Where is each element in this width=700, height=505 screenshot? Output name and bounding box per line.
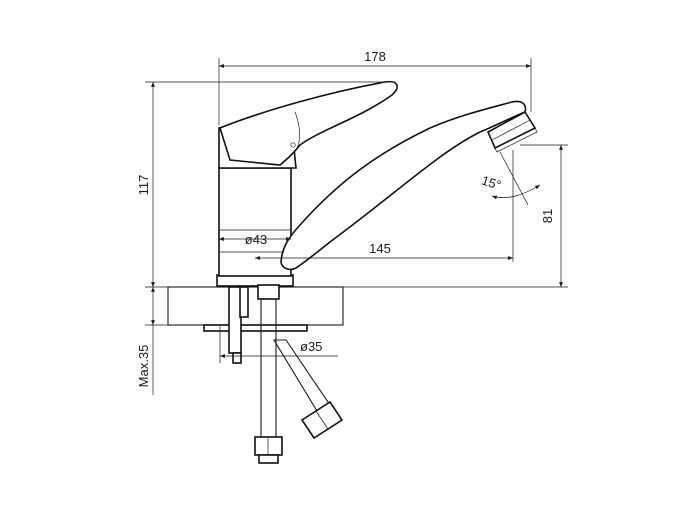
spout-height-label: 81 bbox=[540, 209, 555, 223]
dimension-body-diameter: ø43 bbox=[219, 232, 291, 247]
dimension-spout-angle: 15° bbox=[480, 151, 541, 206]
overall-length-label: 178 bbox=[364, 49, 386, 64]
mounting-assembly bbox=[203, 286, 308, 364]
hole-diameter-label: ø35 bbox=[300, 339, 322, 354]
dimension-max-thickness: Max.35 bbox=[136, 287, 168, 395]
overall-height-label: 117 bbox=[136, 175, 151, 196]
dimension-overall-height: 117 bbox=[136, 81, 395, 288]
countertop bbox=[167, 286, 344, 326]
spout bbox=[280, 100, 538, 271]
spout-angle-label: 15° bbox=[480, 173, 503, 193]
supply-hose-left bbox=[254, 284, 283, 464]
body-diameter-label: ø43 bbox=[245, 232, 267, 247]
supply-hose-right bbox=[273, 339, 344, 440]
spout-reach-label: 145 bbox=[369, 241, 391, 256]
dimension-overall-length: 178 bbox=[218, 49, 532, 125]
dimension-hole-diameter: ø35 bbox=[219, 325, 338, 363]
handle-lever bbox=[219, 80, 398, 166]
dimension-spout-reach: 145 bbox=[254, 150, 514, 262]
max-thickness-label: Max.35 bbox=[136, 345, 151, 388]
dimension-spout-height: 81 bbox=[343, 144, 568, 288]
